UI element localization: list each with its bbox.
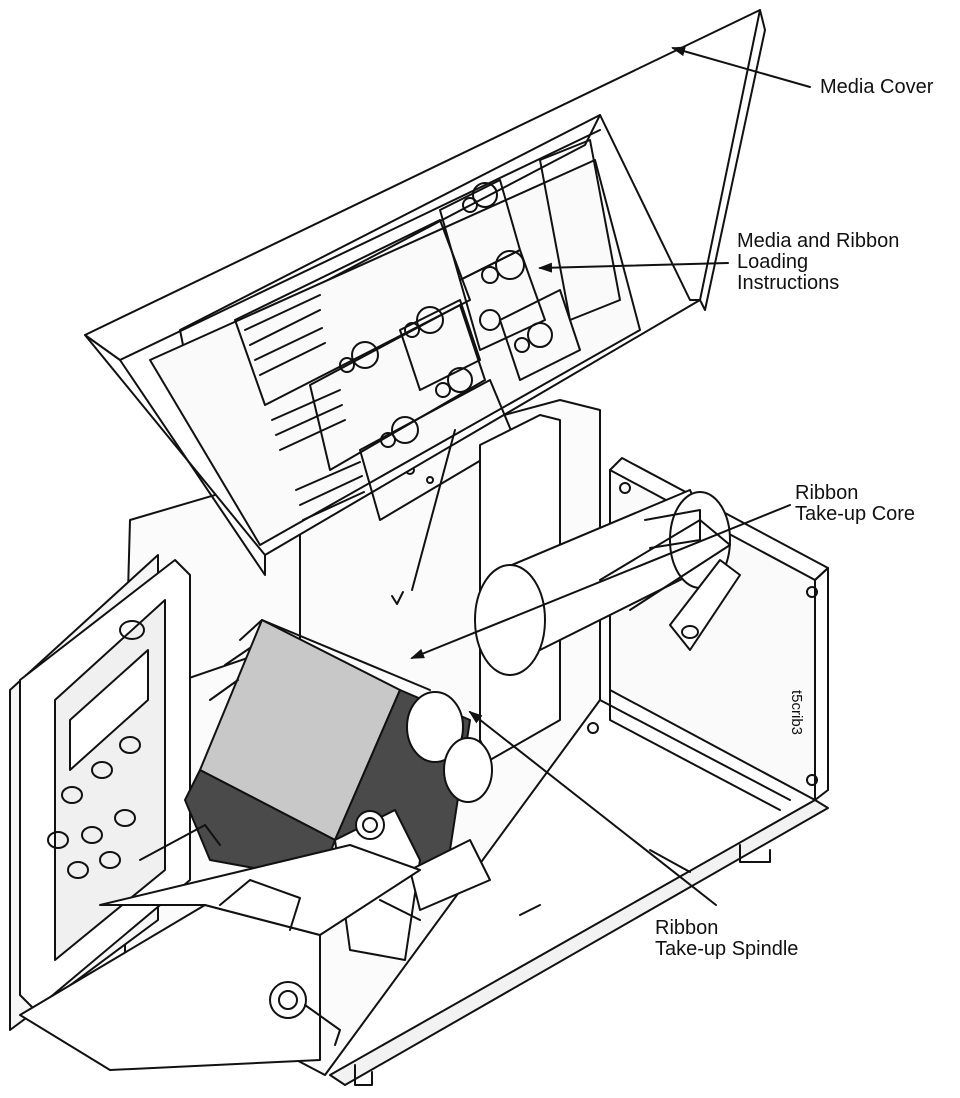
label-media-cover: Media Cover: [820, 77, 933, 98]
ribbon-supply-housing: [391, 414, 741, 761]
label-spindle-line-2: Take-up Spindle: [655, 938, 799, 960]
leader-media-cover: [671, 46, 811, 88]
label-takeup-core: Ribbon Take-up Core: [795, 483, 915, 525]
leader-takeup-core: [410, 504, 791, 659]
label-loading-line-3: Instructions: [737, 272, 840, 294]
leader-loading-instructions: [538, 262, 729, 273]
label-takeup-spindle: Ribbon Take-up Spindle: [655, 918, 798, 960]
leader-takeup-spindle: [468, 710, 717, 906]
label-core-line-2: Take-up Core: [795, 503, 916, 525]
figure-id: t5crib3: [788, 690, 805, 736]
label-media-cover-text: Media Cover: [820, 76, 934, 98]
loading-instructions-label: [149, 139, 641, 546]
label-loading-line-2: Loading: [737, 251, 809, 273]
label-loading-instructions: Media and Ribbon Loading Instructions: [737, 231, 899, 294]
label-spindle-line-1: Ribbon: [655, 917, 719, 939]
label-loading-line-1: Media and Ribbon: [737, 230, 900, 252]
media-tray: [19, 824, 421, 1071]
label-core-line-1: Ribbon: [795, 482, 859, 504]
control-panel: [9, 554, 191, 1031]
